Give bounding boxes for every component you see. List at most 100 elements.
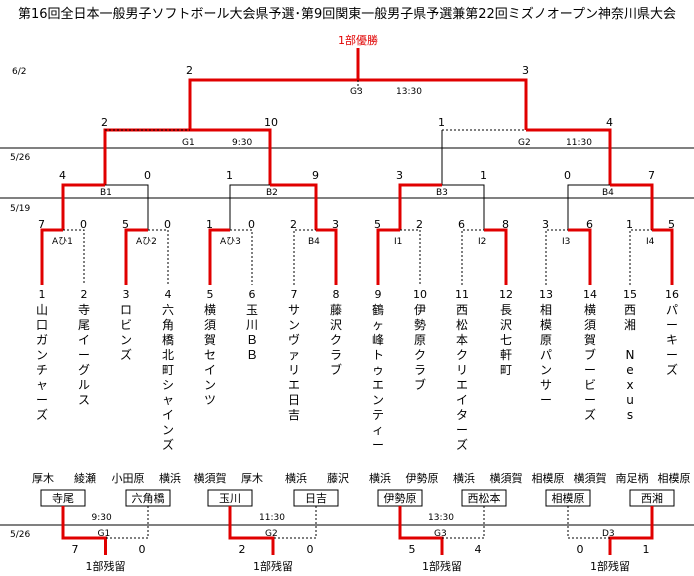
team-name: パーキーズ bbox=[666, 303, 678, 377]
qf1-right-line bbox=[105, 184, 149, 230]
consolation-right-score: 0 bbox=[307, 543, 314, 556]
team-number: 10 bbox=[413, 288, 427, 301]
team-number: 13 bbox=[539, 288, 553, 301]
qf1-code: B1 bbox=[100, 188, 112, 198]
final-right-score: 3 bbox=[522, 64, 529, 77]
consolation-loser-line bbox=[273, 506, 317, 539]
qf1-left-red bbox=[61, 183, 105, 230]
r1-m4-left-dash bbox=[293, 229, 316, 285]
r1-m6-code: I2 bbox=[478, 237, 486, 247]
team-number: 3 bbox=[123, 288, 130, 301]
consolation-code: G1 bbox=[98, 529, 111, 539]
qf4-code: B4 bbox=[602, 188, 614, 198]
consolation-right-score: 4 bbox=[475, 543, 482, 556]
consolation-city: 横浜 bbox=[369, 471, 391, 485]
consolation-team: 玉川 bbox=[219, 492, 241, 505]
team-name: サンヴァリエ日吉 bbox=[288, 303, 300, 422]
consolation-left-score: 2 bbox=[239, 543, 246, 556]
consolation-time: 11:30 bbox=[259, 513, 285, 523]
consolation-team: 相模原 bbox=[552, 492, 585, 505]
team-number: 16 bbox=[665, 288, 679, 301]
consolation-left-score: 0 bbox=[577, 543, 584, 556]
qf1-right-score: 0 bbox=[144, 169, 151, 182]
consolation-loser-line bbox=[105, 506, 149, 539]
team-name: 相模原パンサー bbox=[540, 303, 552, 407]
r1-m6-right-score: 8 bbox=[502, 218, 509, 231]
date-first-round: 5/19 bbox=[10, 204, 30, 214]
team-name: 長沢七軒町 bbox=[500, 303, 512, 377]
consolation-time: 13:30 bbox=[428, 513, 454, 523]
qf3-left-red bbox=[398, 183, 442, 230]
date-semis: 5/26 bbox=[10, 153, 30, 163]
consolation-loser-line bbox=[442, 506, 485, 539]
r1-m8-left-score: 1 bbox=[626, 218, 633, 231]
team-number: 1 bbox=[39, 288, 46, 301]
date-consolation: 5/26 bbox=[10, 530, 30, 540]
consolation-team: 六角橋 bbox=[132, 491, 165, 505]
qf4-left-line bbox=[567, 184, 610, 230]
consolation-winner-line bbox=[61, 506, 107, 555]
team-number: 2 bbox=[81, 288, 88, 301]
r1-m8-left-dash bbox=[629, 229, 652, 285]
consolation-city: 南足柄 bbox=[616, 472, 649, 485]
consolation-result: 1部残留 bbox=[86, 559, 126, 573]
r1-m2-right-dash bbox=[148, 229, 169, 285]
r1-m5-right-dash bbox=[400, 229, 421, 285]
r1-m8-right-red bbox=[652, 228, 674, 285]
team-number: 8 bbox=[333, 288, 340, 301]
consolation-code: D3 bbox=[602, 529, 615, 539]
r1-m6-left-dash bbox=[461, 229, 484, 285]
consolation-result: 1部残留 bbox=[590, 559, 630, 573]
consolation-right-score: 1 bbox=[643, 543, 650, 556]
consolation-city: 横浜 bbox=[159, 471, 181, 485]
consolation-winner-line bbox=[608, 506, 654, 555]
qf3-right-line bbox=[442, 184, 485, 230]
team-name: 伊勢原クラブ bbox=[414, 303, 426, 392]
semi2-right-red bbox=[526, 128, 612, 185]
team-number: 7 bbox=[291, 288, 298, 301]
consolation-city: 横須賀 bbox=[194, 471, 227, 485]
qf4-right-red bbox=[610, 183, 654, 230]
r1-m8-code: I4 bbox=[646, 237, 655, 247]
final-left-score: 2 bbox=[186, 64, 193, 77]
consolation-code: G3 bbox=[434, 529, 447, 539]
r1-m3-code: Aひ3 bbox=[220, 236, 241, 247]
consolation-team: 西松本 bbox=[468, 491, 501, 505]
semi1-code: G1 bbox=[182, 138, 195, 148]
consolation-team: 西湘 bbox=[641, 491, 663, 505]
qf4-left-score: 0 bbox=[564, 169, 571, 182]
champion-label: 1部優勝 bbox=[338, 33, 378, 47]
consolation-city: 横浜 bbox=[453, 471, 475, 485]
consolation-winner-line bbox=[398, 506, 444, 555]
consolation-result: 1部残留 bbox=[422, 559, 462, 573]
semi1-right-score: 10 bbox=[264, 116, 278, 129]
r1-m2-left-red bbox=[124, 228, 148, 285]
consolation-winner-line bbox=[228, 506, 275, 555]
r1-m1-left-score: 7 bbox=[38, 218, 45, 231]
team-name: 寺尾イーグルス bbox=[78, 303, 90, 407]
qf2-code: B2 bbox=[266, 188, 278, 198]
consolation-city: 横須賀 bbox=[574, 471, 607, 485]
semi1-time: 9:30 bbox=[232, 138, 252, 148]
r1-m5-right-score: 2 bbox=[416, 218, 423, 231]
r1-m5-code: I1 bbox=[394, 237, 402, 247]
r1-m8-right-score: 5 bbox=[668, 218, 675, 231]
consolation-left-score: 5 bbox=[409, 543, 416, 556]
consolation-result: 1部残留 bbox=[253, 559, 293, 573]
r1-m7-right-red bbox=[568, 228, 592, 285]
final-time: 13:30 bbox=[396, 87, 422, 97]
team-number: 14 bbox=[583, 288, 597, 301]
r1-m4-right-score: 3 bbox=[332, 218, 339, 231]
r1-m4-left-score: 2 bbox=[290, 218, 297, 231]
team-name: 玉川ＢＢ bbox=[246, 303, 258, 362]
semi1-right-red bbox=[190, 128, 272, 185]
qf1-left-score: 4 bbox=[59, 169, 66, 182]
r1-m3-left-red bbox=[208, 228, 230, 285]
semi2-code: G2 bbox=[518, 138, 531, 148]
r1-m6-right-red bbox=[484, 228, 508, 285]
r1-m3-right-dash bbox=[230, 229, 253, 285]
qf2-right-score: 9 bbox=[312, 169, 319, 182]
r1-m7-left-score: 3 bbox=[542, 218, 549, 231]
